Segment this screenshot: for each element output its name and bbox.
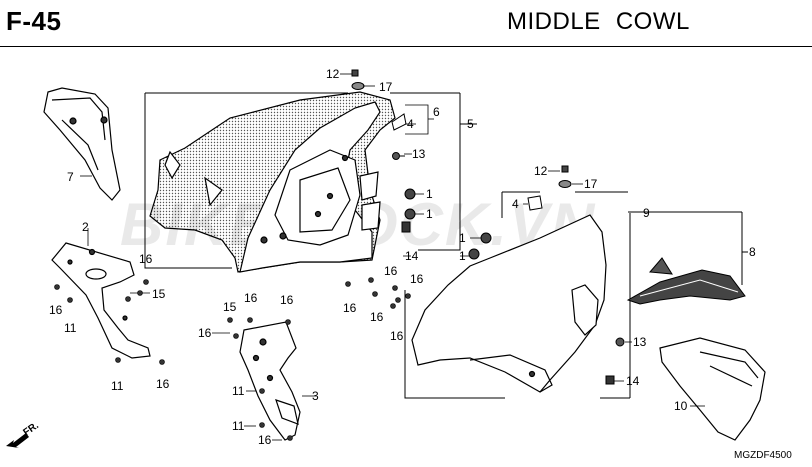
callout-11-c: 11	[232, 384, 245, 398]
front-direction-arrow: FR.	[6, 420, 41, 448]
callout-4-upper: 4	[407, 117, 414, 131]
callout-7: 7	[67, 170, 74, 184]
part-7-upper-panel	[43, 87, 121, 201]
callout-11-d: 11	[232, 419, 245, 433]
callout-3: 3	[312, 389, 319, 403]
callout-11-a: 11	[64, 321, 77, 335]
part-9-fasteners	[468, 165, 625, 385]
part-2-bracket	[51, 242, 151, 359]
callout-14-right: 14	[626, 374, 640, 388]
callout-17-right: 17	[584, 177, 598, 191]
callout-16-g: 16	[370, 310, 384, 324]
callout-9: 9	[643, 206, 650, 220]
callout-13-upper: 13	[412, 147, 426, 161]
callout-1-b: 1	[426, 207, 433, 221]
callout-11-b: 11	[111, 379, 124, 393]
page-title: MIDDLE COWL	[507, 8, 690, 35]
callout-16-d: 16	[384, 264, 398, 278]
callout-10: 10	[674, 399, 688, 413]
callout-16-e: 16	[410, 272, 424, 286]
part-5-group-box	[144, 92, 477, 269]
callout-13-right: 13	[633, 335, 647, 349]
callout-16-i: 16	[244, 291, 258, 305]
callout-1-c: 1	[459, 231, 466, 245]
leader-lines	[80, 73, 705, 441]
callout-12-right: 12	[534, 164, 548, 178]
callout-14-upper: 14	[405, 249, 419, 263]
callout-labels: 12 17 6 4 5 13 1 1 7 2 16 15 16 11 11 16…	[49, 67, 756, 447]
callout-2: 2	[82, 220, 89, 234]
part-5-fasteners	[351, 69, 416, 233]
diagram-code: MGZDF4500	[734, 450, 792, 461]
part-3-lower-bracket	[239, 321, 301, 441]
callout-4-right: 4	[512, 197, 519, 211]
callout-16-a: 16	[139, 252, 153, 266]
callout-16-f: 16	[343, 301, 357, 315]
callout-6: 6	[433, 105, 440, 119]
callout-1-a: 1	[426, 187, 433, 201]
callout-16-c: 16	[156, 377, 170, 391]
callout-1-d: 1	[459, 249, 466, 263]
callout-8: 8	[749, 245, 756, 259]
page-code: F-45	[6, 6, 62, 36]
header-divider	[0, 46, 812, 47]
part-9-front-cowl	[411, 214, 607, 393]
callout-15-left: 15	[152, 287, 166, 301]
part-10-inner-panel	[659, 337, 766, 441]
callout-15-center: 15	[223, 300, 237, 314]
callout-16-h: 16	[390, 329, 404, 343]
callout-17-upper: 17	[379, 80, 393, 94]
part-9-group-box	[404, 191, 748, 399]
small-fasteners	[54, 277, 411, 441]
callout-12-upper: 12	[326, 67, 340, 81]
part-5-middle-cowl	[149, 91, 396, 273]
part-8-decal	[626, 257, 746, 305]
callout-16-j: 16	[280, 293, 294, 307]
callout-16-center-left: 16	[198, 326, 212, 340]
callout-16-k: 16	[258, 433, 272, 447]
callout-5: 5	[467, 117, 474, 131]
callout-16-b: 16	[49, 303, 63, 317]
